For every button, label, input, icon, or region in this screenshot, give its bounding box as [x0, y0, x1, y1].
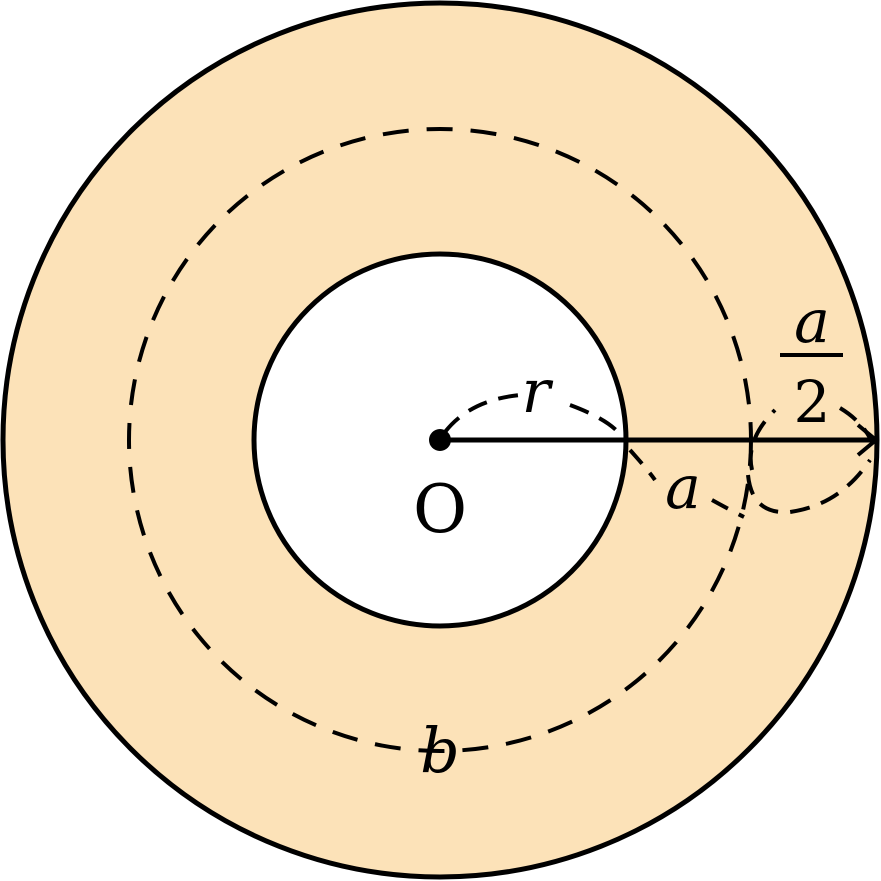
- center-point: [429, 429, 451, 451]
- dashed-arc-r: [443, 393, 620, 434]
- label-half-a-numerator: a: [794, 287, 830, 357]
- dashed-arc-a: [628, 448, 745, 519]
- label-a: a: [665, 453, 701, 523]
- dashed-arc-half-a: [746, 406, 872, 515]
- label-r: r: [522, 357, 554, 427]
- label-center: O: [413, 471, 467, 548]
- label-half-a-denominator: 2: [794, 368, 831, 436]
- label-b: b: [420, 714, 460, 787]
